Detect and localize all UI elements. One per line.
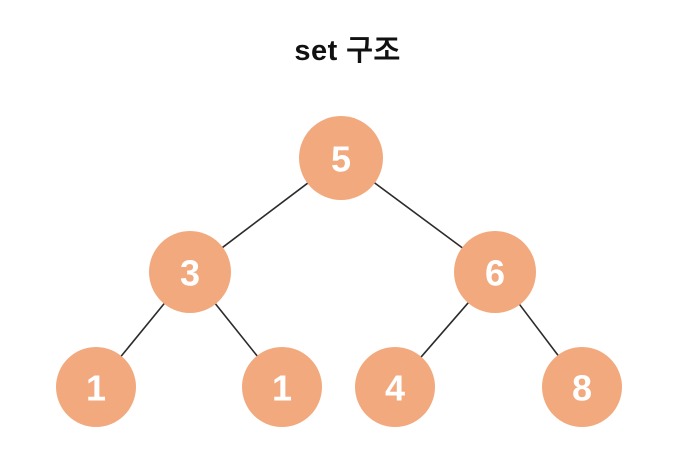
node-circle[interactable] [56,347,136,427]
node-circle[interactable] [542,347,622,427]
page-title: set 구조 [294,35,401,67]
tree-node[interactable]: 3 [149,231,231,313]
node-circle[interactable] [149,231,231,313]
node-label: 1 [86,368,106,409]
tree-node[interactable]: 5 [299,116,383,200]
node-circle[interactable] [454,231,536,313]
node-circle[interactable] [242,347,322,427]
tree-node[interactable]: 6 [454,231,536,313]
tree-edge [373,182,463,249]
node-label: 8 [572,368,592,409]
node-label: 4 [385,368,405,409]
node-circle[interactable] [355,347,435,427]
tree-edge [221,182,309,249]
nodes-layer: 5 3 6 1 1 4 8 [56,116,622,427]
tree-edge [420,302,469,358]
tree-node[interactable]: 4 [355,347,435,427]
tree-edge [120,302,165,357]
tree-node[interactable]: 1 [56,347,136,427]
tree-node[interactable]: 8 [542,347,622,427]
tree-node[interactable]: 1 [242,347,322,427]
edges-layer [120,182,559,358]
node-label: 6 [485,253,505,294]
tree-edge [214,303,258,357]
tree-edge [518,303,559,356]
node-label: 1 [272,368,292,409]
node-circle[interactable] [299,116,383,200]
node-label: 3 [180,253,200,294]
node-label: 5 [331,139,351,180]
